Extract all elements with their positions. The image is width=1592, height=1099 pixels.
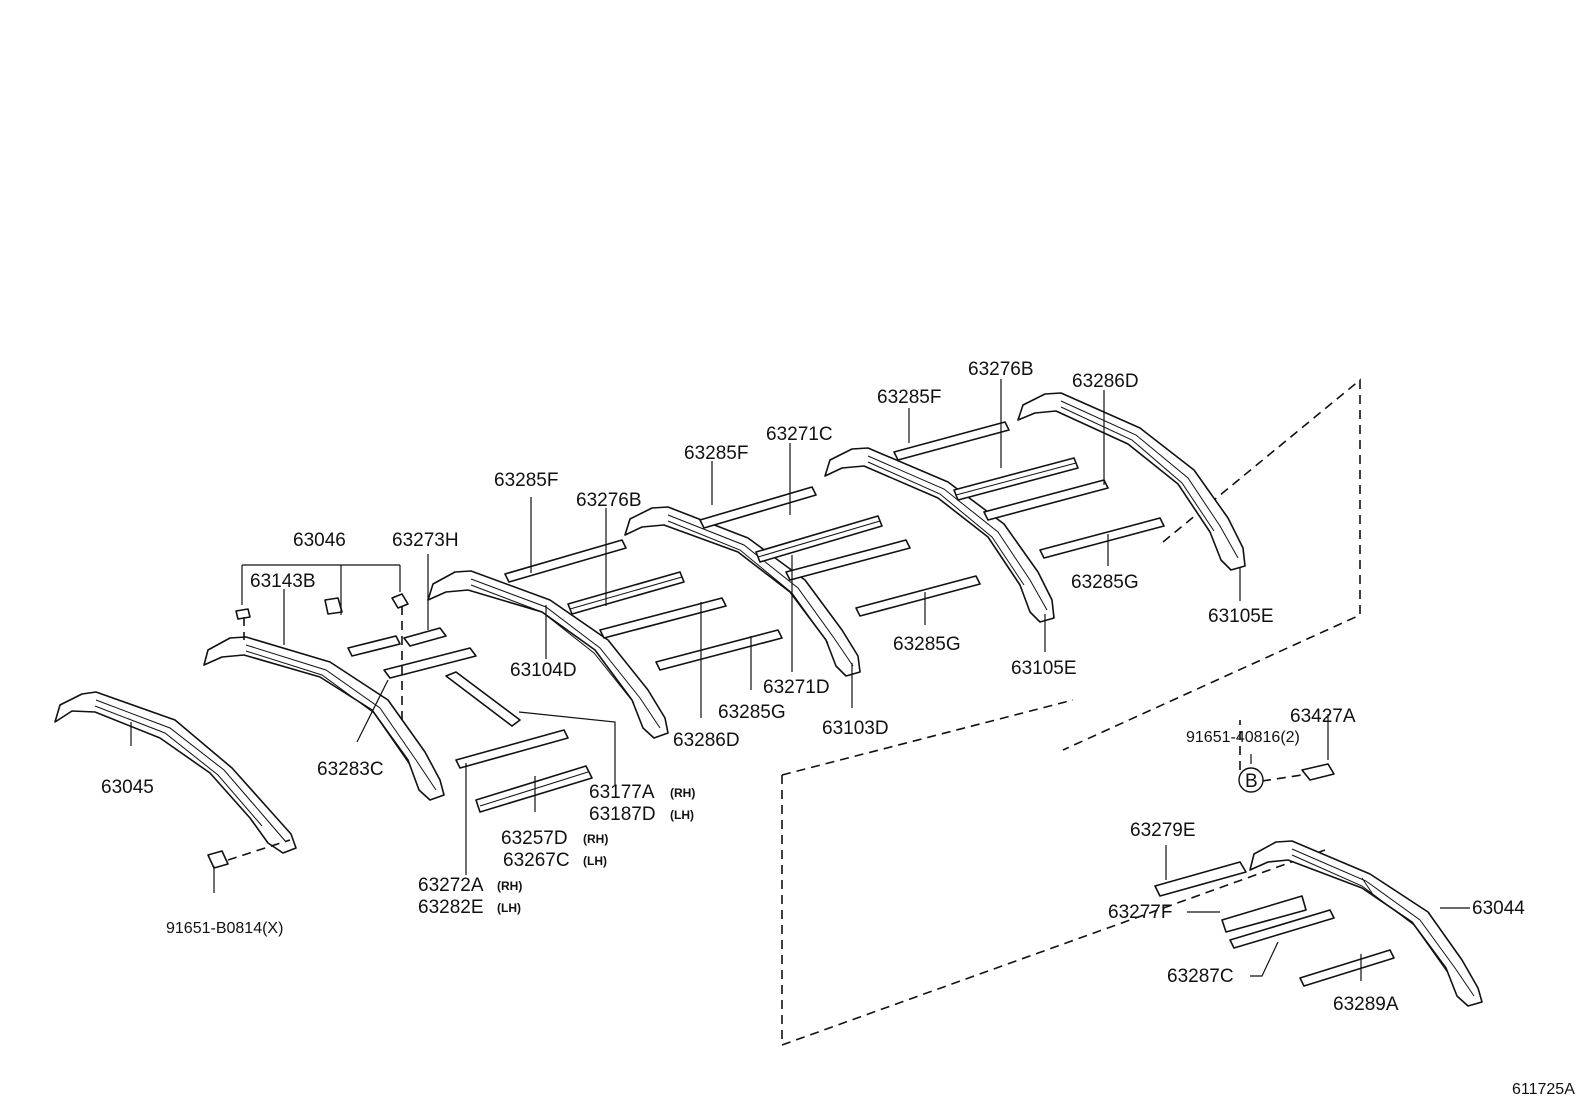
label-63282e: 63282E: [418, 897, 484, 918]
label-63285f-1: 63285F: [494, 470, 558, 491]
label-91651-b0814: 91651-B0814(X): [166, 920, 283, 937]
label-63282e-side: (LH): [497, 901, 521, 915]
label-63257d: 63257D: [501, 828, 568, 849]
bow-63105e-front: [824, 447, 1055, 623]
callout-letter-b: B: [1245, 771, 1258, 792]
rear-assembly-boundary: [1062, 378, 1361, 751]
label-63271d: 63271D: [763, 677, 830, 698]
label-63177a: 63177A: [589, 782, 655, 803]
label-63285g-1: 63285G: [718, 702, 786, 723]
label-91651-40816: 91651-40816(2): [1186, 729, 1300, 746]
bow-63044: [1249, 840, 1483, 1007]
label-63105e-1: 63105E: [1011, 658, 1077, 679]
label-63272a: 63272A: [418, 875, 484, 896]
detail-b-boundary: [781, 699, 1326, 1047]
rail-group-rear: [893, 421, 1165, 559]
bow-63105e-rear: [1017, 392, 1246, 571]
label-63277f: 63277F: [1108, 902, 1172, 923]
label-63285f-3: 63285F: [877, 387, 941, 408]
label-63271c: 63271C: [766, 424, 833, 445]
label-63187d: 63187D: [589, 804, 656, 825]
label-63143b: 63143B: [250, 571, 316, 592]
rail-group-mid2: [699, 486, 981, 617]
label-63257d-side: (RH): [583, 832, 608, 846]
label-63177a-side: (RH): [670, 786, 695, 800]
bow-63143b: [203, 636, 445, 801]
bow-63103d: [624, 506, 861, 677]
callout-circle-b: [1238, 767, 1264, 793]
label-63187d-side: (LH): [670, 808, 694, 822]
label-63046: 63046: [293, 530, 346, 551]
rail-group-detail-b: [1154, 763, 1395, 987]
label-63276b-2: 63276B: [968, 359, 1034, 380]
label-63272a-side: (RH): [497, 879, 522, 893]
label-63273h: 63273H: [392, 530, 459, 551]
bow-63045: [54, 691, 297, 854]
diagram-id: 611725A: [1512, 1081, 1575, 1098]
leader-lines: [130, 379, 1470, 981]
label-63285f-2: 63285F: [684, 443, 748, 464]
label-63103d: 63103D: [822, 718, 889, 739]
label-63285g-3: 63285G: [1071, 572, 1139, 593]
label-63267c: 63267C: [503, 850, 570, 871]
label-63104d: 63104D: [510, 660, 577, 681]
label-63286d-2: 63286D: [1072, 371, 1139, 392]
rail-group-front: [324, 597, 593, 813]
label-63044: 63044: [1472, 898, 1525, 919]
label-63045: 63045: [101, 777, 154, 798]
label-63289a: 63289A: [1333, 994, 1399, 1015]
fasteners: [207, 593, 409, 869]
label-63427a: 63427A: [1290, 706, 1356, 727]
label-63287c: 63287C: [1167, 966, 1234, 987]
label-63276b-1: 63276B: [576, 490, 642, 511]
label-63267c-side: (LH): [583, 854, 607, 868]
label-63279e: 63279E: [1130, 820, 1196, 841]
label-63286d-1: 63286D: [673, 730, 740, 751]
bow-63104d: [427, 570, 669, 739]
label-63283c: 63283C: [317, 759, 384, 780]
label-63285g-2: 63285G: [893, 634, 961, 655]
label-63105e-2: 63105E: [1208, 606, 1274, 627]
